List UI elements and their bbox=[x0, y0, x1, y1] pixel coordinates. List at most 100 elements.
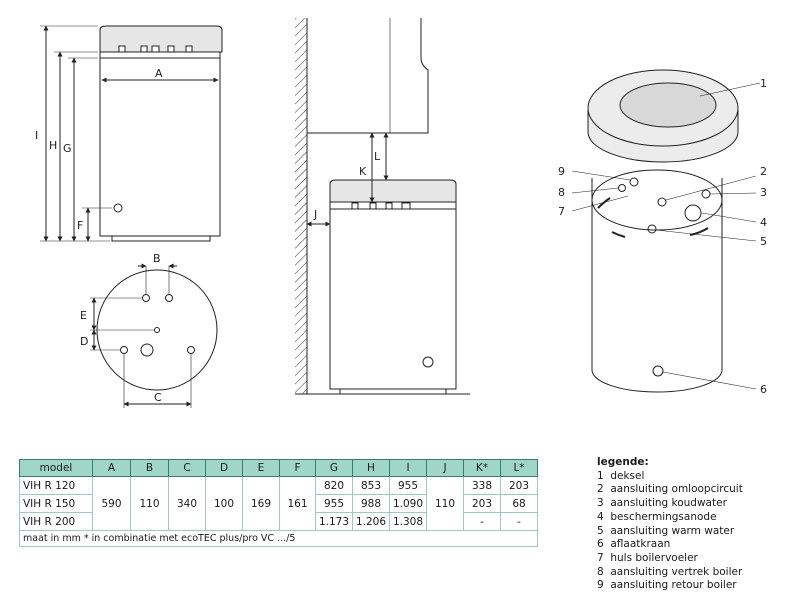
legend-number: 7 bbox=[597, 551, 604, 564]
perspective-view bbox=[571, 69, 761, 393]
value-k: 338 bbox=[463, 476, 501, 495]
side-view bbox=[40, 25, 223, 242]
legend-item: 4 beschermingsanode bbox=[597, 511, 743, 525]
col-header-j: J bbox=[426, 459, 464, 477]
legend-item: 3 aansluiting koudwater bbox=[597, 497, 743, 511]
legend-text: aansluiting retour boiler bbox=[610, 579, 737, 592]
dim-label-g: G bbox=[63, 142, 72, 155]
value-a: 590 bbox=[92, 476, 131, 531]
legend-item: 2 aansluiting omloopcircuit bbox=[597, 483, 743, 497]
legend-number: 4 bbox=[597, 510, 604, 523]
value-h: 1.206 bbox=[352, 512, 390, 531]
dim-label-h: H bbox=[49, 139, 57, 152]
callout-8: 8 bbox=[558, 186, 565, 199]
legend-number: 2 bbox=[597, 483, 604, 496]
legend-item: 6 aflaatkraan bbox=[597, 538, 743, 552]
table-header-row: model A B C D E F G H I J K* L* bbox=[19, 459, 538, 477]
legend-number: 8 bbox=[597, 565, 604, 578]
legend-text: beschermingsanode bbox=[610, 510, 717, 523]
legend-number: 3 bbox=[597, 497, 604, 510]
value-h: 988 bbox=[352, 494, 390, 513]
callout-6: 6 bbox=[760, 383, 767, 396]
value-l: - bbox=[500, 512, 538, 531]
value-i: 1.090 bbox=[389, 494, 427, 513]
model-cell: VIH R 200 bbox=[19, 512, 93, 531]
callout-9: 9 bbox=[558, 165, 565, 178]
value-e: 169 bbox=[242, 476, 280, 531]
legend-number: 5 bbox=[597, 524, 604, 537]
col-header-k: K* bbox=[463, 459, 501, 477]
wall bbox=[295, 18, 307, 394]
wall-tank bbox=[329, 201, 457, 390]
value-g: 820 bbox=[315, 476, 353, 495]
table-row: VIH R 120 590 110 340 100 169 161 820 85… bbox=[19, 476, 538, 531]
legend-item: 5 aansluiting warm water bbox=[597, 525, 743, 539]
wall-view bbox=[295, 18, 470, 395]
legend-title: legende: bbox=[597, 456, 649, 468]
legend: legende: 1 deksel 2 aansluiting omloopci… bbox=[597, 456, 743, 593]
legend-item: 9 aansluiting retour boiler bbox=[597, 579, 743, 593]
col-header-a: A bbox=[92, 459, 131, 477]
col-header-f: F bbox=[279, 459, 316, 477]
side-view-cap bbox=[99, 25, 223, 53]
model-cell: VIH R 120 bbox=[19, 476, 93, 495]
dim-label-j: J bbox=[313, 208, 317, 221]
value-k: - bbox=[463, 512, 501, 531]
dim-label-d: D bbox=[80, 335, 88, 348]
value-g: 955 bbox=[315, 494, 353, 513]
dim-label-f: F bbox=[77, 219, 83, 232]
col-header-b: B bbox=[130, 459, 169, 477]
dim-label-k: K bbox=[359, 165, 367, 178]
dim-label-b: B bbox=[153, 252, 161, 265]
col-header-model: model bbox=[19, 459, 93, 477]
legend-text: huls boilervoeler bbox=[610, 551, 698, 564]
legend-text: aansluiting koudwater bbox=[610, 497, 727, 510]
legend-text: aansluiting vertrek boiler bbox=[610, 565, 743, 578]
value-l: 203 bbox=[500, 476, 538, 495]
table-row: VIH R 200 1.173 1.206 1.308 - - bbox=[19, 512, 538, 531]
callout-3: 3 bbox=[760, 186, 767, 199]
dim-label-i: I bbox=[35, 129, 38, 142]
table-row: VIH R 150 955 988 1.090 203 68 bbox=[19, 494, 538, 513]
legend-item: 8 aansluiting vertrek boiler bbox=[597, 566, 743, 580]
legend-number: 9 bbox=[597, 579, 604, 592]
dim-label-e: E bbox=[80, 309, 87, 322]
value-d: 100 bbox=[205, 476, 243, 531]
legend-number: 6 bbox=[597, 538, 604, 551]
value-f: 161 bbox=[279, 476, 316, 531]
col-header-g: G bbox=[315, 459, 353, 477]
tank-body bbox=[591, 178, 723, 393]
col-header-d: D bbox=[205, 459, 243, 477]
wall-tank-cap bbox=[329, 179, 457, 203]
value-b: 110 bbox=[130, 476, 169, 531]
col-header-i: I bbox=[389, 459, 427, 477]
callout-7: 7 bbox=[558, 205, 565, 218]
value-i: 955 bbox=[389, 476, 427, 495]
table-footnote: maat in mm * in combinatie met ecoTEC pl… bbox=[19, 530, 538, 547]
dim-label-a: A bbox=[155, 67, 163, 80]
value-l: 68 bbox=[500, 494, 538, 513]
value-c: 340 bbox=[168, 476, 206, 531]
legend-text: deksel bbox=[610, 469, 645, 482]
legend-text: aflaatkraan bbox=[610, 538, 671, 551]
callout-4: 4 bbox=[760, 216, 767, 229]
legend-item: 1 deksel bbox=[597, 470, 743, 484]
legend-text: aansluiting warm water bbox=[610, 524, 735, 537]
value-k: 203 bbox=[463, 494, 501, 513]
legend-number: 1 bbox=[597, 469, 604, 482]
col-header-c: C bbox=[168, 459, 206, 477]
top-view bbox=[90, 263, 218, 408]
dim-label-c: C bbox=[154, 391, 162, 404]
col-header-l: L* bbox=[500, 459, 538, 477]
value-h: 853 bbox=[352, 476, 390, 495]
model-cell: VIH R 150 bbox=[19, 494, 93, 513]
table-footnote-row: maat in mm * in combinatie met ecoTEC pl… bbox=[19, 530, 538, 547]
technical-drawings: A I H G F B E D C bbox=[35, 18, 767, 408]
tank-top bbox=[591, 169, 723, 231]
value-j: 110 bbox=[426, 476, 464, 531]
value-g: 1.173 bbox=[315, 512, 353, 531]
value-i: 1.308 bbox=[389, 512, 427, 531]
col-header-e: E bbox=[242, 459, 280, 477]
boiler-unit bbox=[306, 18, 429, 134]
callout-1: 1 bbox=[760, 77, 767, 90]
